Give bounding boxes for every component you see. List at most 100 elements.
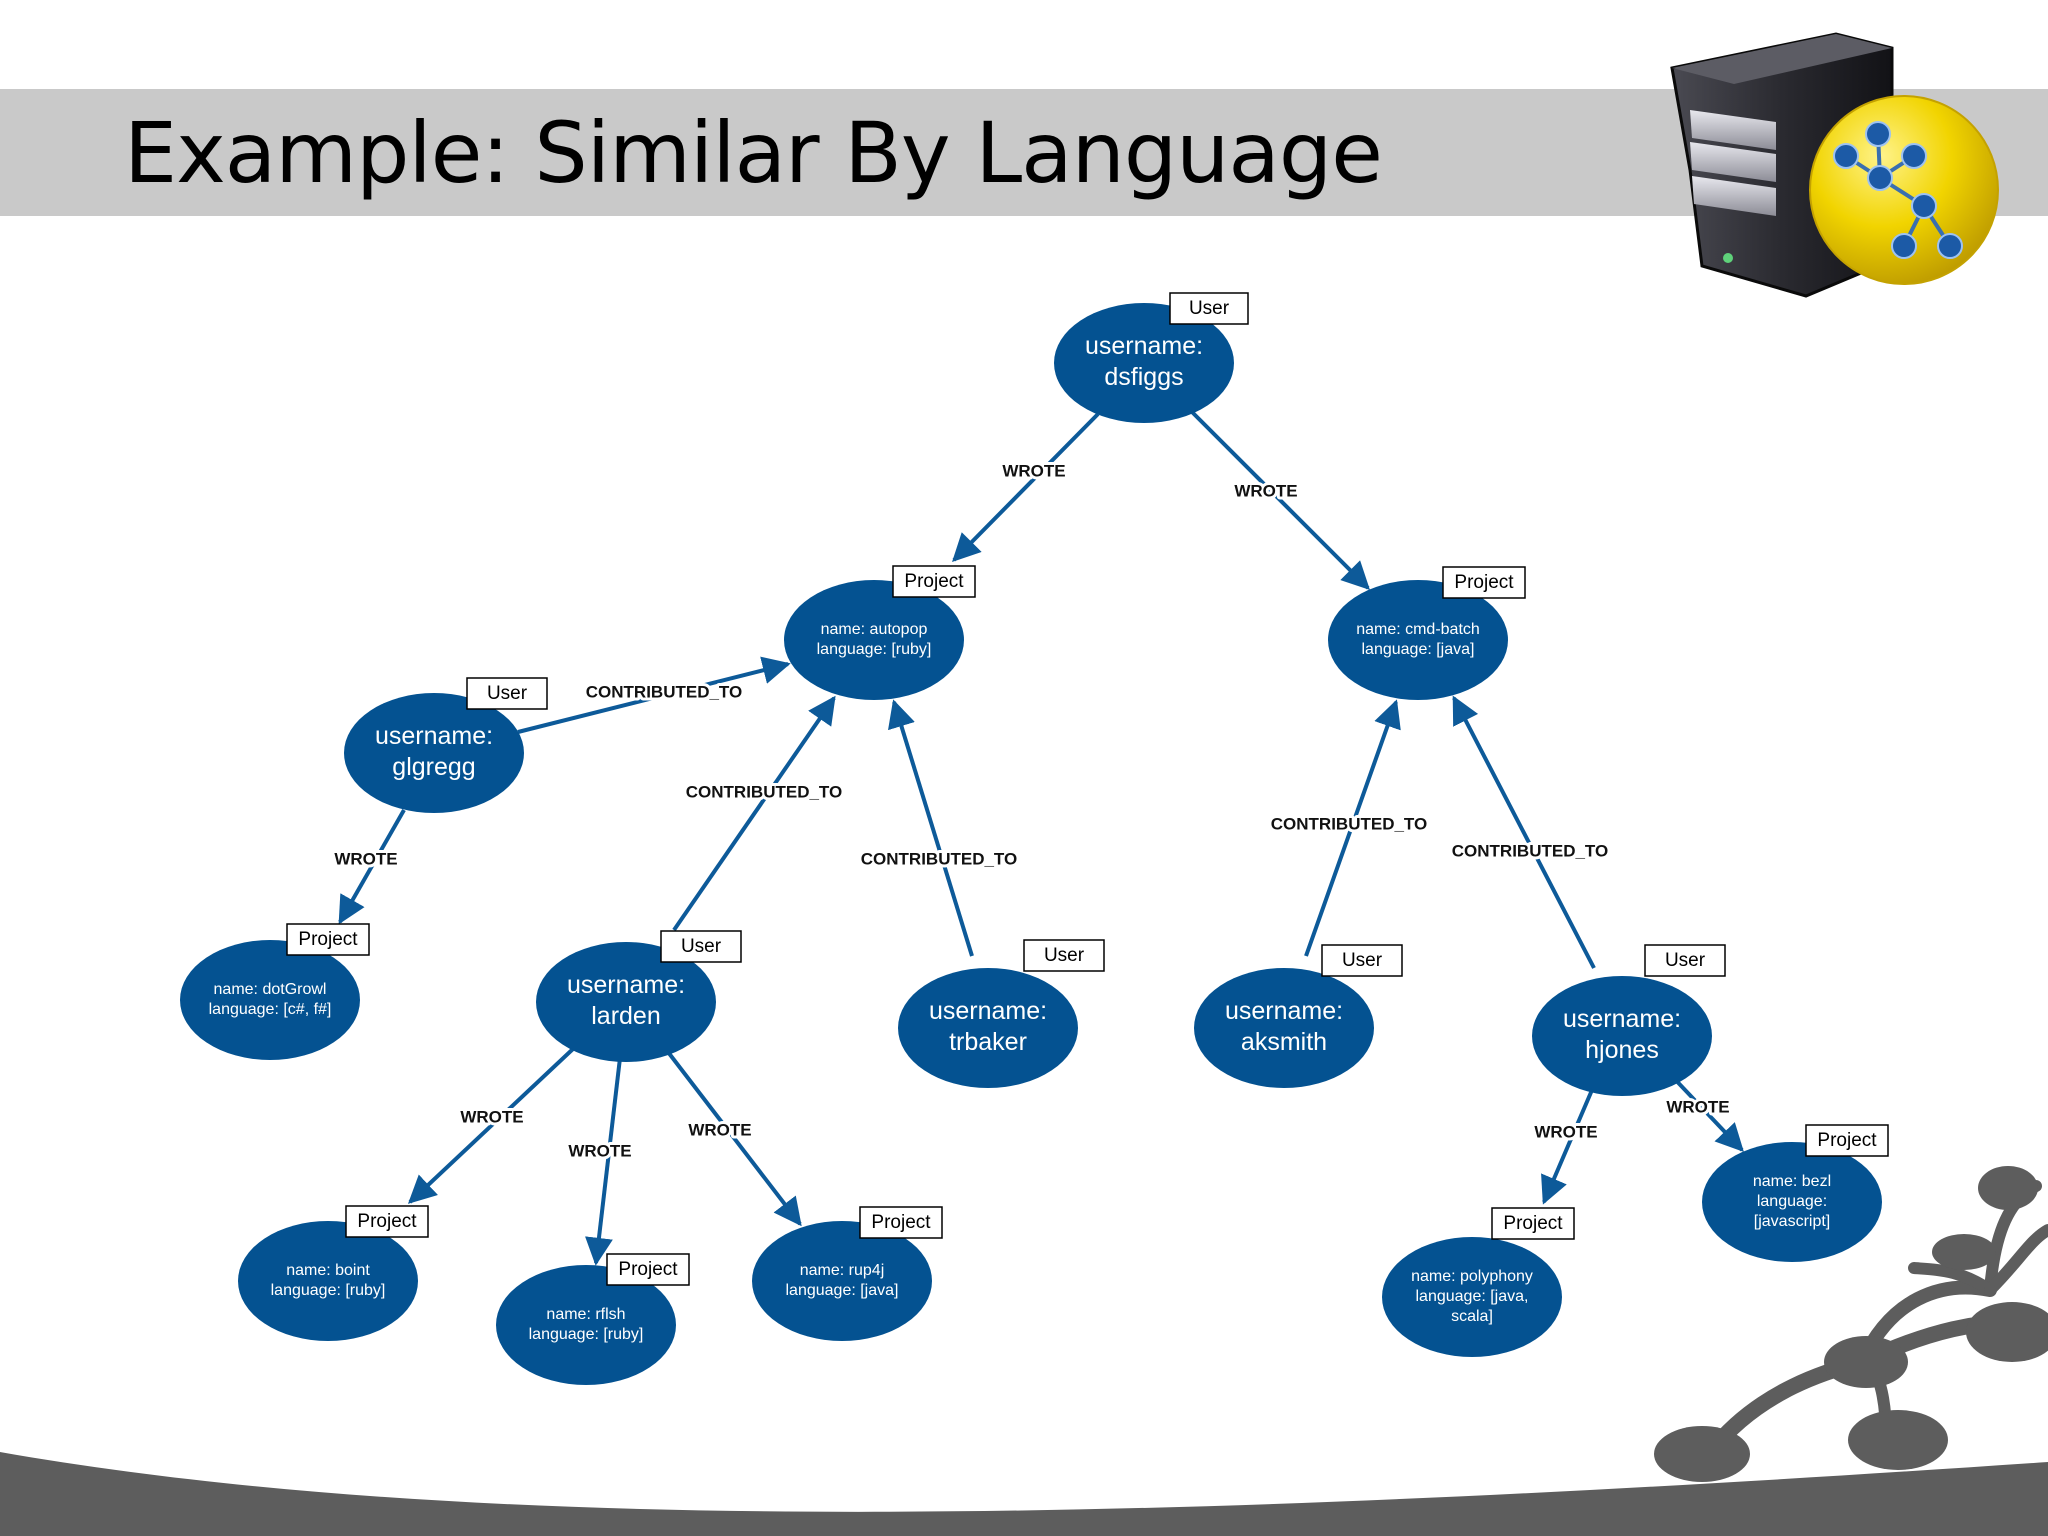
- edge-label: CONTRIBUTED_TO: [861, 849, 1017, 868]
- node-property-text: language: [ruby]: [271, 1282, 386, 1299]
- edge-label-halo: WROTE: [1534, 1122, 1597, 1141]
- edge-line: [952, 412, 1100, 562]
- tag-box: [1644, 944, 1726, 977]
- node-type-tag: Project: [1442, 566, 1526, 599]
- edge-line: [407, 1046, 576, 1204]
- edge-label-halo: WROTE: [334, 849, 397, 868]
- edge-label: WROTE: [688, 1120, 751, 1139]
- edge-label: WROTE: [1666, 1097, 1729, 1116]
- tag-label: Project: [618, 1259, 678, 1280]
- tag-box: [606, 1253, 690, 1286]
- project-node-cmd-batch[interactable]: name: cmd-batch language: [java] Project: [1328, 566, 1526, 700]
- edge-label-halo: CONTRIBUTED_TO: [586, 682, 742, 701]
- node-type-tag: Project: [1491, 1207, 1575, 1240]
- node-ellipse: [238, 1221, 418, 1341]
- tag-label: Project: [1454, 572, 1514, 593]
- tag-label: Project: [298, 929, 358, 950]
- node-type-tag: User: [1023, 939, 1105, 972]
- node-property-text: username:: [567, 971, 685, 999]
- tag-label: User: [487, 683, 528, 704]
- tag-box: [1169, 292, 1249, 325]
- tag-box: [1442, 566, 1526, 599]
- tag-label: User: [1665, 950, 1706, 971]
- tag-box: [345, 1205, 429, 1238]
- node-property-text: language: [java]: [1362, 641, 1475, 658]
- node-property-text: username:: [929, 997, 1047, 1025]
- node-property-text: name: dotGrowl: [214, 981, 327, 998]
- edge-label: WROTE: [1002, 461, 1065, 480]
- edge-label: CONTRIBUTED_TO: [686, 782, 842, 801]
- node-ellipse: [784, 580, 964, 700]
- edge-label: CONTRIBUTED_TO: [586, 682, 742, 701]
- tag-label: Project: [357, 1211, 417, 1232]
- project-node-dotGrowl[interactable]: name: dotGrowl language: [c#, f#] Project: [180, 923, 370, 1060]
- edge-label-halo: WROTE: [1002, 461, 1065, 480]
- node-property-text: trbaker: [949, 1028, 1027, 1056]
- project-node-polyphony[interactable]: name: polyphony language: [java, scala] Pro…: [1382, 1207, 1575, 1357]
- tag-label: Project: [1503, 1213, 1563, 1234]
- edge-label-halo: CONTRIBUTED_TO: [861, 849, 1017, 868]
- edge-label-halo: WROTE: [1666, 1097, 1729, 1116]
- node-property-text: dsfiggs: [1104, 363, 1183, 391]
- node-property-text: name: rup4j: [800, 1262, 885, 1279]
- node-type-tag: Project: [859, 1206, 943, 1239]
- edge-label: CONTRIBUTED_TO: [1271, 814, 1427, 833]
- user-node-larden[interactable]: username: larden User: [536, 930, 742, 1062]
- tag-box: [1321, 944, 1403, 977]
- node-property-text: username:: [1225, 997, 1343, 1025]
- node-ellipse: [1532, 976, 1712, 1096]
- tag-box: [1805, 1124, 1889, 1157]
- user-node-aksmith[interactable]: username: aksmith User: [1194, 944, 1403, 1088]
- edge-line: [338, 809, 406, 925]
- node-property-text: username:: [1563, 1005, 1681, 1033]
- tag-box: [466, 677, 548, 710]
- node-property-text: username:: [375, 722, 493, 750]
- edge-label-halo: WROTE: [568, 1141, 631, 1160]
- node-property-text: glgregg: [392, 753, 475, 781]
- node-property-text: scala]: [1451, 1308, 1493, 1325]
- node-property-text: name: cmd-batch: [1356, 621, 1480, 638]
- node-ellipse: [180, 940, 360, 1060]
- tag-box: [286, 923, 370, 956]
- edge-line: [517, 656, 791, 734]
- edge-label-halo: CONTRIBUTED_TO: [1452, 841, 1608, 860]
- node-property-text: language:: [1757, 1193, 1827, 1210]
- node-property-text: aksmith: [1241, 1028, 1327, 1056]
- tag-label: Project: [871, 1212, 931, 1233]
- tag-label: User: [1342, 950, 1383, 971]
- node-type-tag: User: [1321, 944, 1403, 977]
- node-property-text: language: [c#, f#]: [209, 1001, 332, 1018]
- node-type-tag: Project: [345, 1205, 429, 1238]
- node-property-text: [javascript]: [1754, 1213, 1830, 1230]
- node-ellipse: [1194, 968, 1374, 1088]
- user-node-glgregg[interactable]: username: glgregg User: [344, 677, 548, 813]
- node-type-tag: User: [660, 930, 742, 963]
- edge-label-halo: WROTE: [1234, 481, 1297, 500]
- node-property-text: language: [ruby]: [529, 1326, 644, 1343]
- node-property-text: language: [java,: [1416, 1288, 1529, 1305]
- node-property-text: name: polyphony: [1411, 1268, 1533, 1285]
- user-node-trbaker[interactable]: username: trbaker User: [898, 939, 1105, 1088]
- edge-label-halo: WROTE: [688, 1120, 751, 1139]
- tag-box: [1491, 1207, 1575, 1240]
- node-type-tag: Project: [606, 1253, 690, 1286]
- node-property-text: larden: [591, 1002, 661, 1030]
